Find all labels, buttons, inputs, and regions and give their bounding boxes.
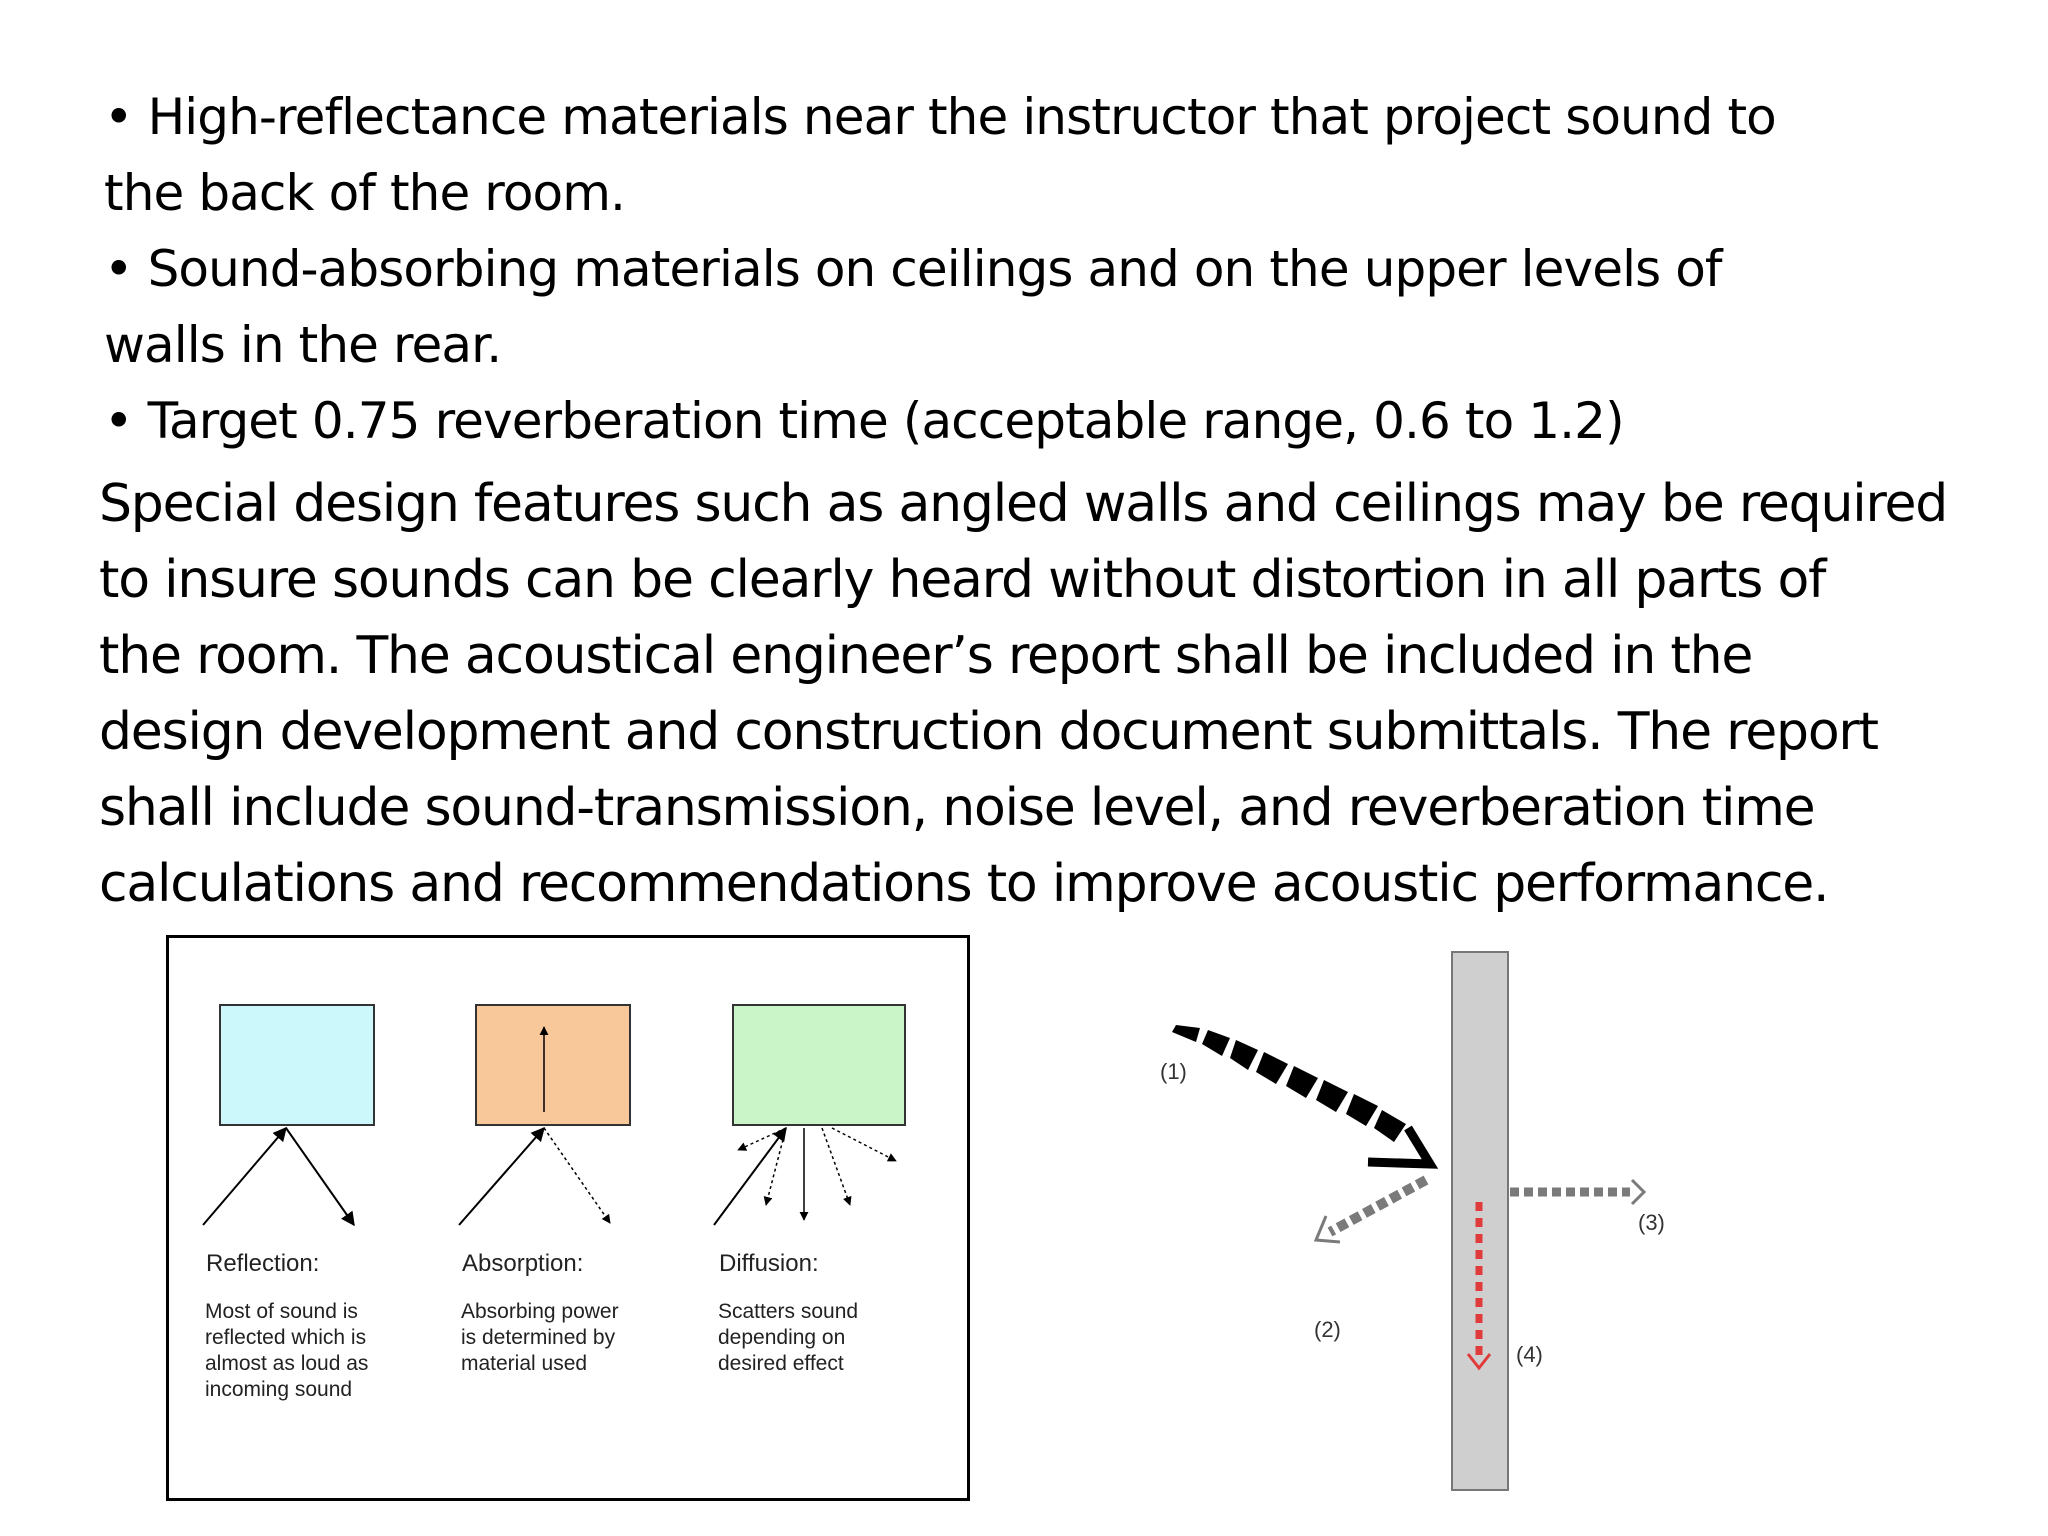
label-dissipated: (4) (1516, 1342, 1543, 1367)
reflected-ray (285, 1127, 355, 1227)
absorption-title: Absorption: (462, 1250, 583, 1277)
wave-segment (1172, 1025, 1200, 1042)
reflected-dashes (1327, 1175, 1429, 1237)
incident-ray (713, 1126, 787, 1226)
reflection-desc-3: almost as loud as (205, 1352, 368, 1375)
paragraph-line-5: shall include sound-transmission, noise … (99, 778, 1816, 838)
diffusion-desc-2: depending on (718, 1326, 845, 1349)
absorption-desc-3: material used (461, 1352, 587, 1375)
reflection-title: Reflection: (206, 1250, 319, 1277)
label-reflected: (2) (1314, 1317, 1341, 1342)
diffusion-surface (732, 1004, 906, 1126)
absorption-desc-1: Absorbing power (461, 1300, 619, 1323)
wave-segment (1374, 1110, 1406, 1142)
sound-behavior-diagram: Reflection: Most of sound is reflected w… (166, 935, 970, 1501)
paragraph-line-1: Special design features such as angled w… (99, 474, 1948, 534)
reflection-panel: Reflection: Most of sound is reflected w… (202, 1004, 375, 1401)
wall-transmission-figure: (1) (2) (3) (4) (1150, 940, 1690, 1500)
reflected-arrowhead (1313, 1215, 1341, 1244)
wave-segment (1346, 1094, 1378, 1126)
reflection-desc-1: Most of sound is (205, 1300, 358, 1323)
diffused-ray (821, 1127, 852, 1206)
reflection-desc-2: reflected which is (205, 1326, 366, 1349)
absorption-panel: Absorption: Absorbing power is determine… (458, 1004, 631, 1375)
wave-segment (1286, 1066, 1318, 1098)
diffusion-desc-1: Scatters sound (718, 1300, 858, 1323)
paragraph-line-3: the room. The acoustical engineer’s repo… (99, 626, 1753, 686)
wave-segment (1256, 1052, 1288, 1084)
transmitted-arrowhead (1630, 1178, 1647, 1206)
label-incident: (1) (1160, 1059, 1187, 1084)
incident-ray (458, 1126, 545, 1226)
dissipated-sound-path (1466, 1202, 1492, 1371)
bullet-3-line-1: • Target 0.75 reverberation time (accept… (104, 392, 1625, 450)
absorption-desc-2: is determined by (461, 1326, 616, 1349)
diffusion-title: Diffusion: (719, 1250, 819, 1277)
absorption-surface (475, 1004, 631, 1126)
paragraph-line-6: calculations and recommendations to impr… (99, 854, 1830, 914)
sound-behavior-figure: Reflection: Most of sound is reflected w… (166, 935, 970, 1501)
bullet-2-line-1: • Sound-absorbing materials on ceilings … (104, 240, 1723, 298)
reflection-desc-4: incoming sound (205, 1378, 352, 1401)
bullet-1-line-2: the back of the room. (104, 164, 626, 222)
diffusion-panel: Diffusion: Scatters sound depending on d… (713, 1004, 906, 1375)
bullet-2-line-2: walls in the rear. (104, 316, 502, 374)
transmitted-sound-path (1510, 1178, 1647, 1206)
wall-transmission-diagram: (1) (2) (3) (4) (1160, 951, 1665, 1491)
bullet-1-line-1: • High-reflectance materials near the in… (104, 88, 1777, 146)
wave-segment (1230, 1040, 1258, 1070)
dissipated-arrowhead (1466, 1353, 1492, 1371)
diffused-ray (763, 1127, 787, 1206)
paragraph-line-2: to insure sounds can be clearly heard wi… (99, 550, 1826, 610)
label-transmitted: (3) (1638, 1210, 1665, 1235)
wave-segment (1202, 1030, 1230, 1056)
incident-sound-wave (1172, 1025, 1406, 1142)
reflection-surface (219, 1004, 375, 1126)
weak-reflected-ray (543, 1127, 611, 1224)
diffusion-desc-3: desired effect (718, 1352, 844, 1375)
paragraph-line-4: design development and construction docu… (99, 702, 1879, 762)
diffused-ray (831, 1127, 897, 1162)
incident-ray (202, 1126, 287, 1226)
wave-segment (1316, 1080, 1348, 1112)
reflected-sound-path (1313, 1175, 1429, 1244)
text-content: • High-reflectance materials near the in… (99, 88, 1948, 914)
diffused-ray (737, 1127, 787, 1151)
incident-arrowhead (1367, 1125, 1439, 1169)
